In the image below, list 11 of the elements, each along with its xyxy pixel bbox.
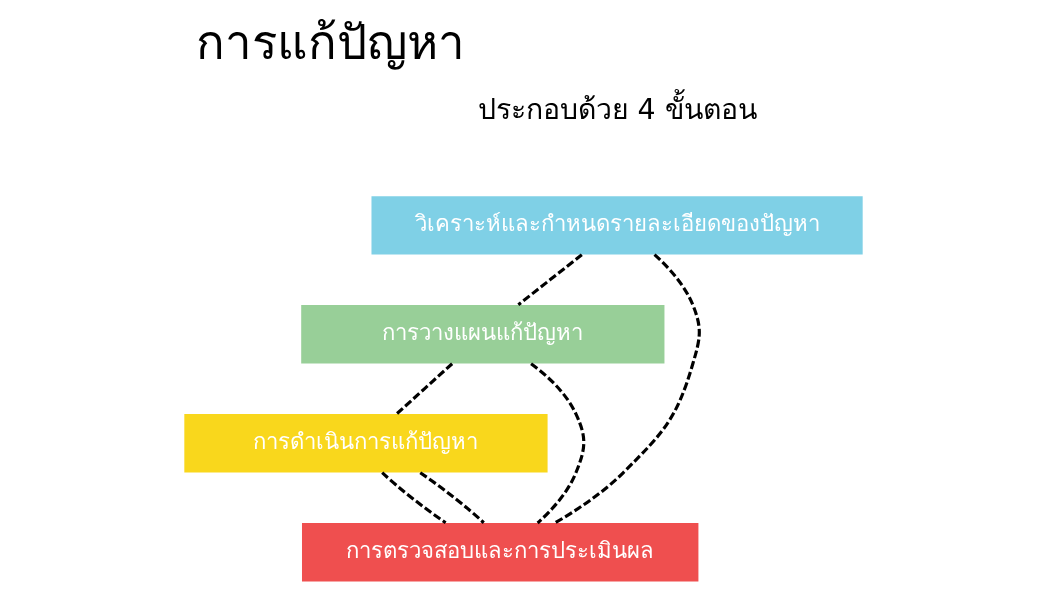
node-box: การตรวจสอบและการประเมินผล [301,523,698,582]
connector [418,471,485,524]
node-box: วิเคราะห์และกำหนดรายละเอียดของปัญหา [371,196,863,255]
diagram-title: การแก้ปัญหา [195,14,465,70]
node-box: การดำเนินการแก้ปัญหา [183,414,548,473]
connector [380,471,447,524]
connector [529,362,585,525]
connector [516,253,583,306]
connector [395,362,453,415]
connector [553,253,701,525]
node-box: การวางแผนแก้ปัญหา [300,305,664,364]
